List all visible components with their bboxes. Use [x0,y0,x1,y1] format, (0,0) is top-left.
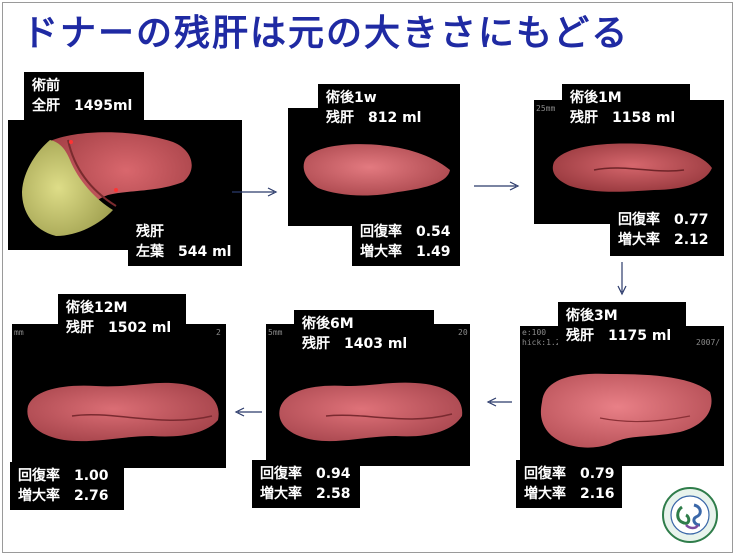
scan-6m-text-r: 20 [458,328,468,337]
scan-3m: e:100 hick:1.25mm 2007/ [520,326,724,466]
label-1w-recovery: 回復率 0.54 [360,224,451,240]
label-preop-title: 術前 [32,78,60,94]
scan-1m-text: 25mm [536,104,556,113]
label-1m-bottom: 回復率 0.77 増大率 2.12 [610,206,724,256]
scan-3m-text-b: hick:1.25mm [522,338,575,347]
scan-3m-text-a: e:100 [522,328,547,337]
label-12m-title: 術後12M [66,300,128,316]
label-1m-recovery: 回復率 0.77 [618,212,709,228]
label-3m-top: 術後3M 残肝 1175 ml [558,302,686,350]
arrow-left-icon [234,407,262,417]
arrow-right-icon [232,187,278,197]
gastroenterology-logo-icon [662,487,718,543]
label-3m-remnant: 残肝 1175 ml [566,328,672,344]
scan-12m: mm 2 [12,324,226,468]
label-1w-title: 術後1w [326,90,377,106]
label-1w-growth: 増大率 1.49 [360,244,451,260]
label-3m-recovery: 回復率 0.79 [524,466,615,482]
liver-6m-image [279,382,463,442]
label-3m-bottom: 回復率 0.79 増大率 2.16 [516,460,622,508]
label-1m-top: 術後1M 残肝 1158 ml [562,84,690,132]
label-6m-bottom: 回復率 0.94 増大率 2.58 [252,460,360,508]
label-1w-top: 術後1w 残肝 812 ml [318,84,460,132]
scan-6m-text: 5mm [268,328,283,337]
label-6m-remnant: 残肝 1403 ml [302,336,408,352]
label-6m-top: 術後6M 残肝 1403 ml [294,310,434,358]
scan-12m-text-r: 2 [216,328,221,337]
label-12m-bottom: 回復率 1.00 増大率 2.76 [10,462,124,510]
scan-preop [8,120,242,250]
label-1m-title: 術後1M [570,90,622,106]
label-preop-bottom: 残肝 左葉 544 ml [128,218,242,266]
liver-12m-image [27,382,219,442]
label-preop-leftlobe: 左葉 544 ml [136,244,232,260]
label-12m-recovery: 回復率 1.00 [18,468,109,484]
label-12m-remnant: 残肝 1502 ml [66,320,172,336]
slide-title: ドナーの残肝は元の大きさにもどる [22,13,630,54]
label-12m-top: 術後12M 残肝 1502 ml [58,294,186,342]
liver-1m-image [552,143,712,192]
label-preop-top: 術前 全肝 1495ml [24,72,144,120]
arrow-left-icon [486,397,512,407]
label-3m-growth: 増大率 2.16 [524,486,615,502]
label-1w-remnant: 残肝 812 ml [326,110,422,126]
label-12m-growth: 増大率 2.76 [18,488,109,504]
label-6m-growth: 増大率 2.58 [260,486,351,502]
scan-12m-text: mm [14,328,24,337]
liver-1w-image [303,144,450,196]
label-6m-recovery: 回復率 0.94 [260,466,351,482]
scan-3m-text-c: 2007/ [696,338,721,347]
liver-3m-image [540,373,712,448]
arrow-down-icon [617,262,627,296]
label-preop-remnant: 残肝 [136,224,164,240]
label-6m-title: 術後6M [302,316,354,332]
liver-preop-image [22,132,192,236]
label-1m-growth: 増大率 2.12 [618,232,709,248]
arrow-right-icon [474,181,520,191]
label-preop-whole: 全肝 1495ml [32,98,133,114]
label-1w-bottom: 回復率 0.54 増大率 1.49 [352,218,460,266]
label-3m-title: 術後3M [566,308,618,324]
label-1m-remnant: 残肝 1158 ml [570,110,676,126]
